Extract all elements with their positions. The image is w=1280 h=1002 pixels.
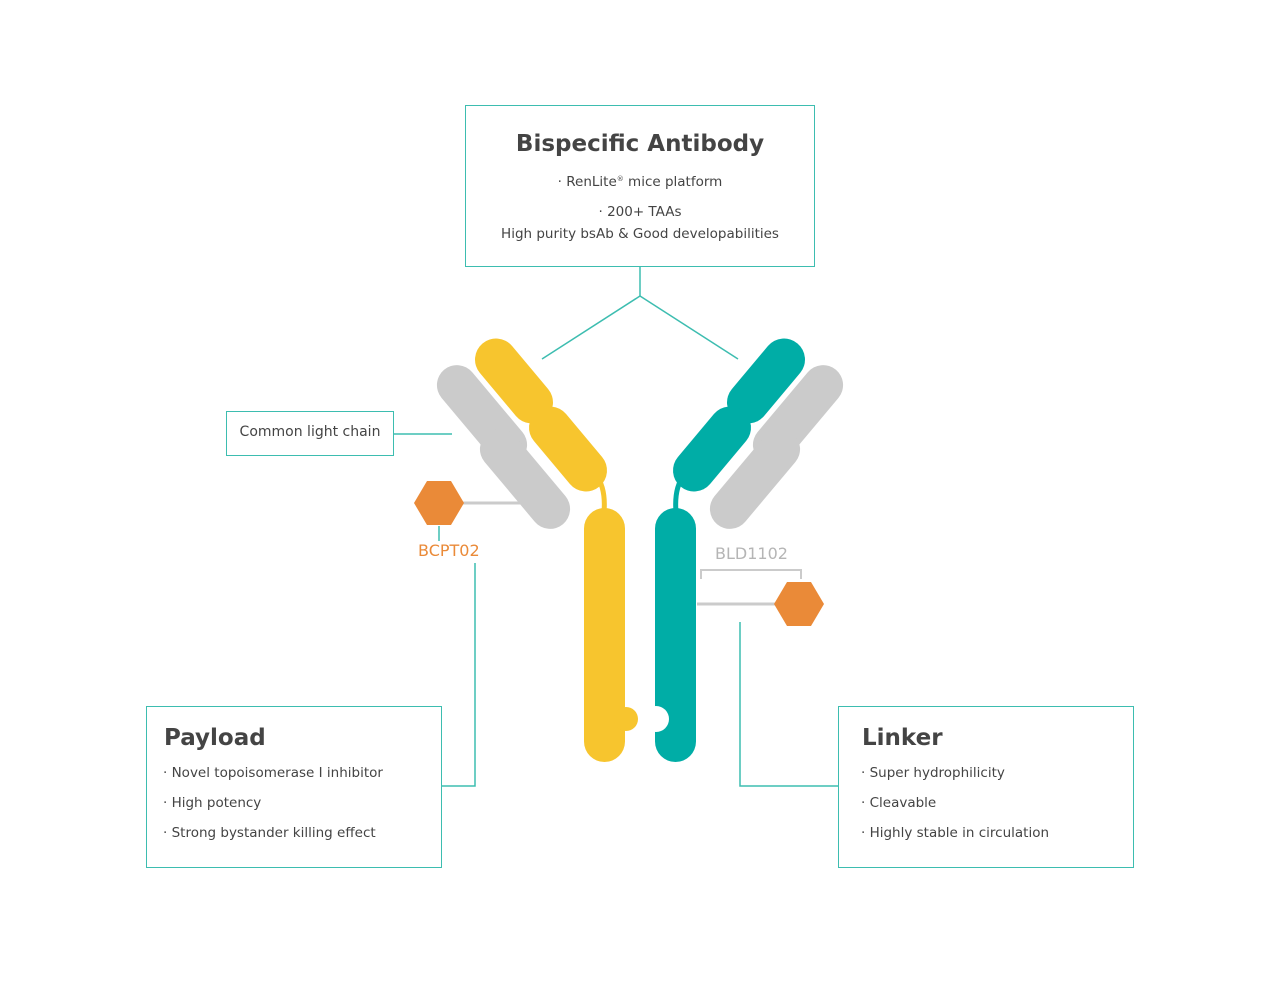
left-light-chain-lower [479,429,571,529]
renlite-bullet: · RenLite® mice platform [466,174,814,190]
light-chain-box: Common light chain [226,411,394,456]
linker-code-label: BLD1102 [715,544,788,563]
linker-bullet-3: · Highly stable in circulation [861,825,1050,841]
bispecific-title: Bispecific Antibody [515,131,765,157]
purity-bullet: High purity bsAb & Good developabilities [501,226,779,242]
payload-title: Payload [164,725,266,751]
linker-bullet-1: · Super hydrophilicity [861,765,1005,781]
linker-connector [739,622,838,787]
bispecific-connector [541,267,739,360]
bispecific-antibody-box: Bispecific Antibody · RenLite® mice plat… [465,105,815,267]
bld1102-bracket [700,569,802,579]
renlite-suffix: mice platform [623,174,723,190]
registered-mark: ® [616,175,624,183]
payload-hexagon-right [774,582,824,626]
left-heavy-chain-lower [529,406,607,492]
taas-bullet: · 200+ TAAs [598,204,682,220]
renlite-prefix: · RenLite [557,174,617,190]
fc-left-stem [584,508,625,762]
payload-bullet-1: · Novel topoisomerase I inhibitor [163,765,383,781]
right-light-chain-lower [709,429,801,529]
payload-bullet-3: · Strong bystander killing effect [163,825,376,841]
linker-bullet-2: · Cleavable [861,795,937,811]
payload-code-label: BCPT02 [418,541,480,560]
payload-connector [438,526,476,787]
light-chain-label: Common light chain [239,424,381,440]
right-heavy-chain-upper [727,338,805,424]
payload-bullet-2: · High potency [163,795,262,811]
payload-box: Payload · Novel topoisomerase I inhibito… [146,706,442,868]
left-heavy-chain-upper [475,338,553,424]
right-heavy-chain-lower [673,406,751,492]
hole-right [643,706,669,732]
knob-left [614,707,638,731]
linker-title: Linker [862,725,943,751]
fc-right-stem [655,508,696,762]
payload-hexagon-left [414,481,464,525]
linker-box: Linker · Super hydrophilicity · Cleavabl… [838,706,1134,868]
